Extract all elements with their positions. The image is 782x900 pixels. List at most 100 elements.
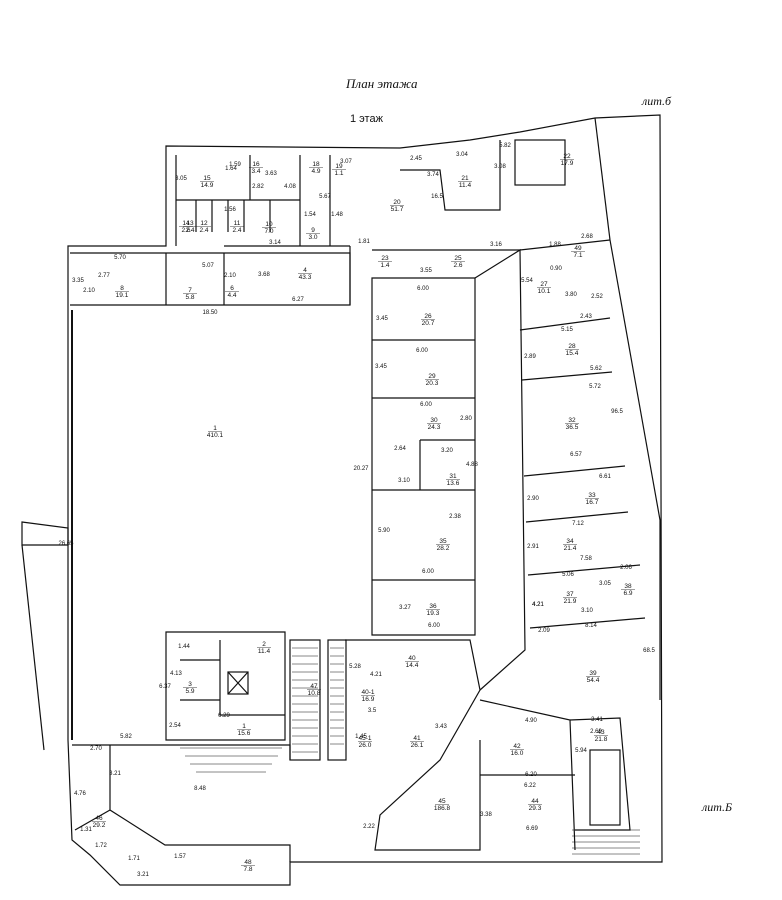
dimension-label: 3.10: [398, 478, 410, 484]
dimension-label: 1.31: [80, 827, 92, 833]
dimension-label: 6.00: [416, 348, 428, 354]
dimension-label: 20.27: [353, 466, 369, 472]
dimension-label: 2.45: [410, 156, 422, 162]
stair-treads: [180, 647, 640, 855]
dimension-label: 3.05: [175, 176, 187, 182]
room-area: 20.7: [422, 320, 435, 327]
dimension-label: 3.05: [599, 581, 611, 587]
room-area: 13.6: [447, 480, 460, 487]
dimension-label: 3.04: [456, 152, 468, 158]
dimension-label: 3.07: [340, 159, 352, 165]
room-number: 20: [393, 199, 401, 206]
room-number: 41: [413, 735, 421, 742]
dimension-label: 3.55: [420, 268, 432, 274]
dimension-label: 4.88: [466, 462, 478, 468]
dimension-label: 6.00: [422, 569, 434, 575]
room-area: 2.6: [453, 262, 462, 269]
dimension-label: 1.64: [225, 166, 237, 172]
dimension-label: 3.45: [376, 316, 388, 322]
room-number: 9: [311, 227, 315, 234]
dimension-label: 5.54: [521, 278, 533, 284]
room-number: 45: [438, 798, 446, 805]
room-number: 34: [566, 538, 574, 545]
room-number: 10: [265, 221, 273, 228]
dimension-label: 2.90: [527, 496, 539, 502]
dimension-label: 8.48: [194, 786, 206, 792]
room-area: 17.9: [561, 160, 574, 167]
room-area: 16.7: [586, 499, 599, 506]
room-number: 13: [186, 220, 194, 227]
dimension-label: 2.91: [527, 544, 539, 550]
room-number: 1: [213, 425, 217, 432]
room-area: 11.4: [258, 648, 271, 655]
dimension-labels: 5.702.772.105.072.106.2718.503.353.683.0…: [58, 143, 655, 878]
room-number: 15: [203, 175, 211, 182]
dimension-label: 2.68: [581, 234, 593, 240]
room-area: 10.1: [538, 288, 551, 295]
dimension-label: 1.88: [549, 242, 561, 248]
dimension-label: 2.89: [524, 354, 536, 360]
dimension-label: 3.41: [591, 717, 603, 723]
room-area: 186.8: [434, 805, 451, 812]
room-area: 16.0: [511, 750, 524, 757]
dimension-label: 1.48: [331, 212, 343, 218]
dimension-label: 2.38: [449, 514, 461, 520]
dimension-label: 1.45: [355, 734, 367, 740]
dimension-label: 2.82: [252, 184, 264, 190]
dimension-label: 2.80: [460, 416, 472, 422]
dimension-label: 3.38: [480, 812, 492, 818]
room-number: 1: [242, 723, 246, 730]
dimension-label: 3.16: [490, 242, 502, 248]
room-area: 2.6: [181, 227, 190, 234]
room-area: 2.4: [199, 227, 208, 234]
room-number: 11: [234, 220, 241, 227]
dimension-label: 5.15: [561, 327, 573, 333]
dimension-label: 26.65: [58, 541, 74, 547]
room-number: 3: [188, 681, 192, 688]
dimension-label: 3.20: [441, 448, 453, 454]
dimension-label: 5.72: [589, 384, 601, 390]
room-area: 24.3: [428, 424, 441, 431]
room-area: 7.1: [573, 252, 582, 259]
room-number: 14: [182, 220, 190, 227]
dimension-label: 3.27: [399, 605, 411, 611]
dimension-label: 3.74: [427, 172, 439, 178]
room-area: 7.8: [243, 866, 252, 873]
dimension-label: 1.81: [358, 239, 370, 245]
room-area: 51.7: [391, 206, 404, 213]
dimension-label: 5.67: [319, 194, 331, 200]
room-number: 39: [589, 670, 597, 677]
dimension-label: 4.21: [370, 672, 382, 678]
letter-label-top: лит.б: [642, 94, 672, 108]
dimension-label: 18.50: [202, 310, 218, 316]
dimension-label: 3.63: [265, 171, 277, 177]
room-number: 33: [588, 492, 596, 499]
dimension-label: 4.76: [74, 791, 86, 797]
dimension-label: 3.35: [72, 278, 84, 284]
room-number: 25: [454, 255, 462, 262]
room-number: 42: [513, 743, 521, 750]
dimension-label: 1.72: [95, 843, 107, 849]
dimension-label: 3.43: [435, 724, 447, 730]
room-area: 19.3: [427, 610, 440, 617]
dimension-label: 2.70: [90, 746, 102, 752]
room-area: 21.8: [595, 736, 608, 743]
dimension-label: 2.69: [590, 729, 602, 735]
dimension-label: 2.77: [98, 273, 110, 279]
room-area: 26.1: [411, 742, 424, 749]
dimension-label: 7.12: [572, 521, 584, 527]
room-area: 28.2: [437, 545, 450, 552]
dimension-label: 3.80: [565, 292, 577, 298]
dimension-label: 4.08: [284, 184, 296, 190]
room-area: 4.9: [311, 168, 320, 175]
room-number: 23: [381, 255, 389, 262]
room-area: 26.0: [359, 742, 372, 749]
dimension-label: 3.10: [581, 608, 593, 614]
dimension-label: 6.37: [159, 684, 171, 690]
room-area: 6.9: [623, 590, 632, 597]
room-labels: 1410.1211.435.9115.6443.364.475.8819.193…: [92, 153, 635, 873]
dimension-label: 4.90: [525, 718, 537, 724]
room-area: 2.4: [232, 227, 241, 234]
room-area: 14.9: [201, 182, 214, 189]
